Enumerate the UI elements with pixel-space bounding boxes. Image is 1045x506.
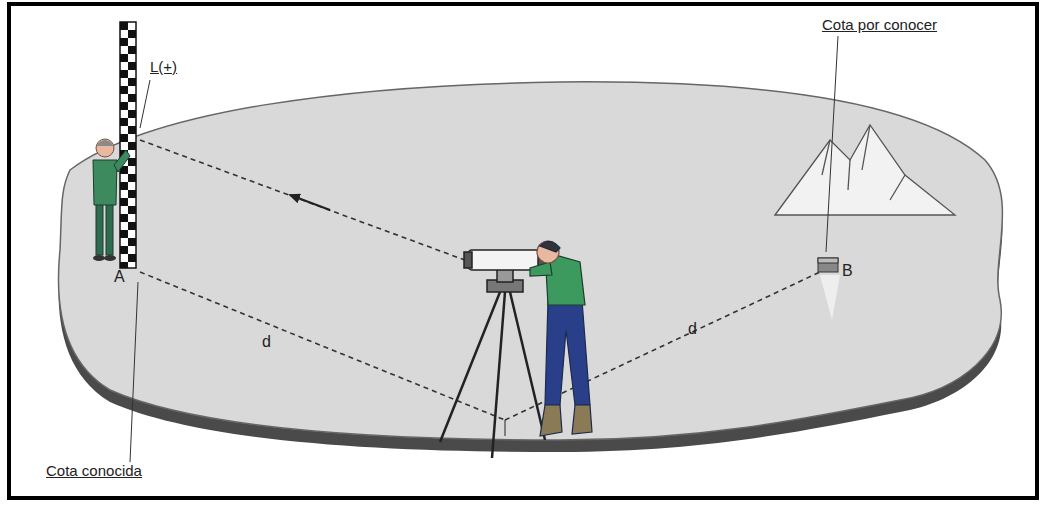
observer-person [530, 241, 592, 436]
sight-lines [140, 140, 820, 420]
point-label: A [114, 268, 125, 286]
distance-label: d [262, 333, 271, 351]
known-elevation-label: Cota conocida [46, 462, 142, 480]
unknown-elevation-label: Cota por conocer [822, 16, 937, 34]
distance-label: d [688, 320, 697, 338]
mountain-drawing [775, 125, 955, 215]
point-label: B [842, 262, 853, 280]
staff-reading-label: L(+) [150, 58, 177, 76]
leveling-staff [120, 22, 136, 268]
tripod-level [440, 292, 545, 458]
benchmark-b [818, 258, 840, 320]
sight-arrow [290, 195, 330, 210]
leader-lines [130, 36, 838, 462]
ground-slab [58, 82, 1002, 452]
picture-frame [9, 4, 1037, 498]
rod-person [93, 139, 130, 261]
